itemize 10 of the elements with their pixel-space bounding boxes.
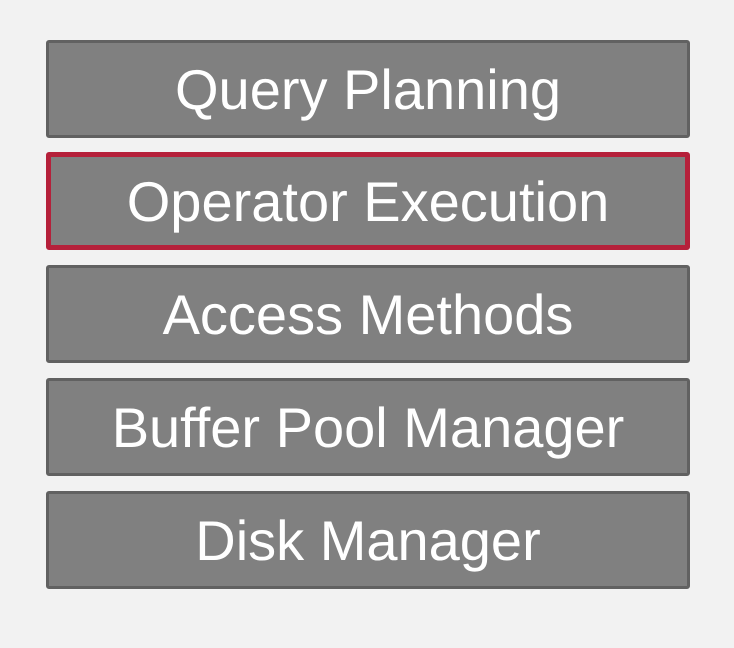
- layer-box: [46, 491, 690, 589]
- layer-label: Buffer Pool Manager: [112, 394, 624, 460]
- layer-box: [46, 40, 690, 138]
- layer-label: Query Planning: [174, 56, 561, 122]
- layer-label: Operator Execution: [126, 168, 610, 234]
- layer-label: Access Methods: [162, 282, 574, 346]
- layer-box: [46, 265, 690, 363]
- layer-box: [46, 152, 690, 250]
- layer-box: [46, 378, 690, 476]
- layer-label: Disk Manager: [195, 508, 541, 572]
